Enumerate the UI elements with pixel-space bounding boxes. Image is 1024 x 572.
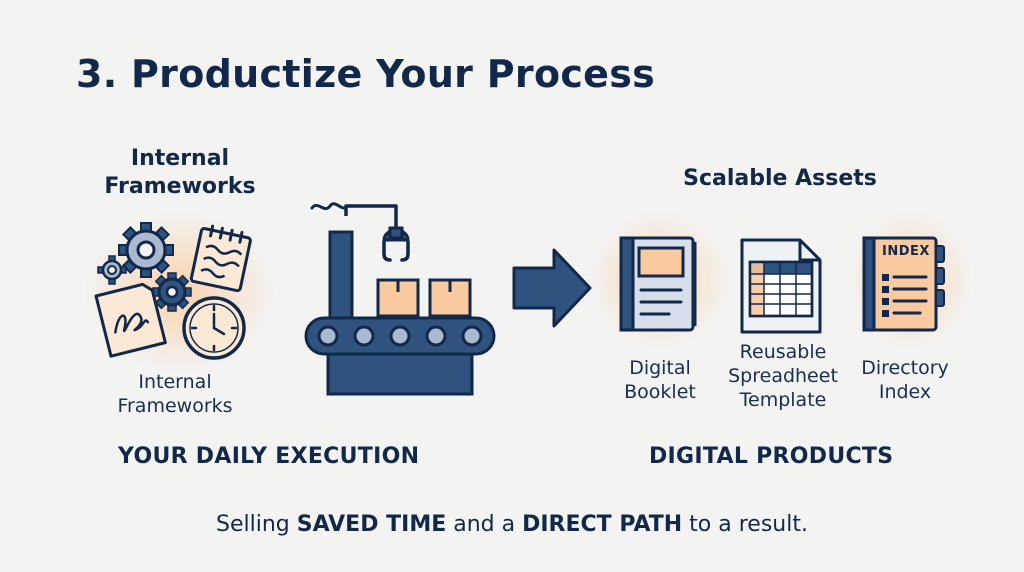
scalable-assets-heading: Scalable Assets bbox=[683, 166, 877, 191]
spreadsheet-icon bbox=[740, 238, 822, 334]
digital-products-label: DIGITAL PRODUCTS bbox=[649, 444, 894, 469]
small-gear-icon bbox=[97, 255, 127, 285]
tagline-text: Selling bbox=[216, 512, 297, 537]
tagline-text: to a result. bbox=[682, 512, 808, 537]
internal-frameworks-caption: Internal Frameworks bbox=[117, 371, 233, 417]
product-box-icon bbox=[376, 278, 420, 318]
internal-frameworks-heading: Internal Frameworks bbox=[104, 146, 256, 199]
booklet-icon bbox=[619, 236, 697, 332]
clock-icon bbox=[182, 296, 246, 360]
dark-gear-icon bbox=[152, 272, 192, 312]
tagline: Selling SAVED TIME and a DIRECT PATH to … bbox=[0, 512, 1024, 537]
factory-conveyor-illustration bbox=[304, 202, 496, 396]
tagline-text: and a bbox=[446, 512, 523, 537]
internal-frameworks-illustration bbox=[85, 212, 275, 372]
daily-execution-label: YOUR DAILY EXECUTION bbox=[118, 444, 420, 469]
slide-title: 3. Productize Your Process bbox=[76, 52, 656, 96]
directory-index-icon bbox=[862, 236, 945, 332]
asset-label-directory-index: Directory Index bbox=[861, 357, 949, 403]
arrow-right-icon bbox=[512, 248, 592, 328]
product-box-icon bbox=[428, 278, 472, 318]
notepad-icon bbox=[189, 224, 252, 293]
tagline-emphasis: DIRECT PATH bbox=[522, 512, 683, 537]
asset-label-spreadsheet-template: Reusable Spreadheet Template bbox=[728, 341, 838, 411]
tagline-emphasis: SAVED TIME bbox=[296, 512, 447, 537]
scribble-paper-icon bbox=[94, 282, 167, 358]
asset-label-digital-booklet: Digital Booklet bbox=[624, 357, 696, 403]
index-badge: INDEX bbox=[882, 244, 930, 259]
gear-icon bbox=[118, 222, 174, 278]
